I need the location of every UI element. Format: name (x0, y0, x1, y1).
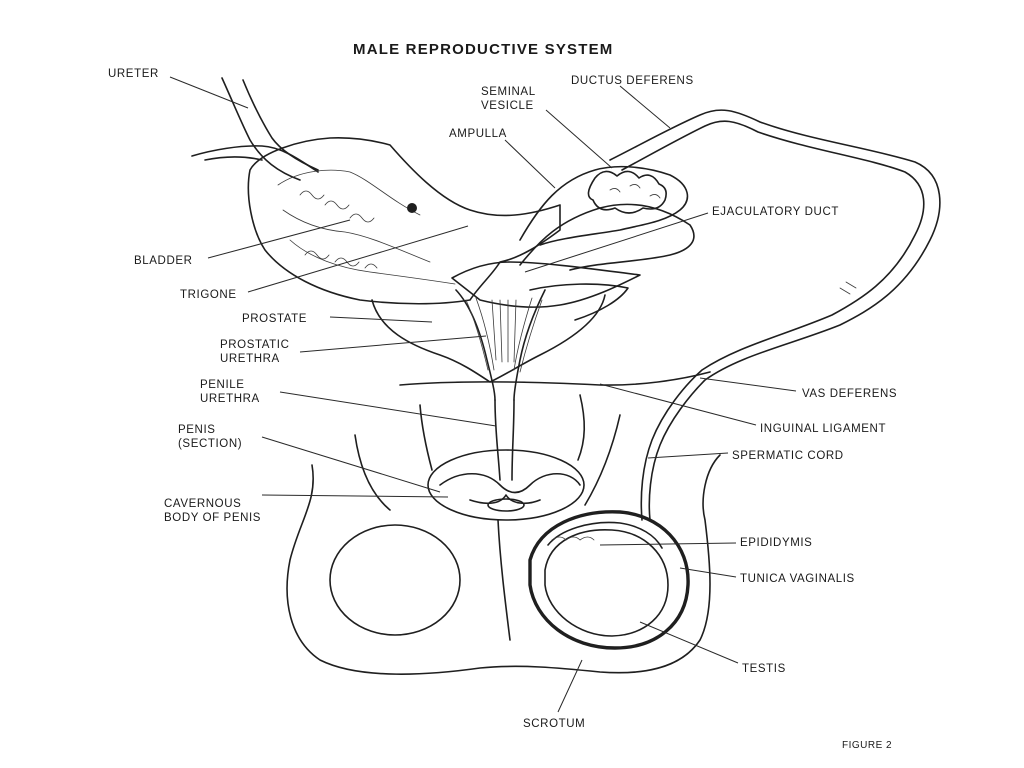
label-seminal-vesicle-line1: SEMINAL (481, 86, 536, 98)
label-epididymis: EPIDIDYMIS (740, 537, 812, 549)
label-spermatic-cord: SPERMATIC CORD (732, 450, 844, 462)
label-trigone: TRIGONE (180, 289, 237, 301)
label-tunica-vaginalis: TUNICA VAGINALIS (740, 573, 855, 585)
urethra-drawing (399, 371, 711, 481)
label-scrotum: SCROTUM (523, 718, 585, 730)
bladder-drawing (247, 137, 561, 305)
label-seminal-vesicle-line2: VESICLE (481, 100, 534, 112)
label-cavernous-body-line2: BODY OF PENIS (164, 512, 261, 524)
left-testis-drawing (329, 524, 461, 636)
trigone-drawing (451, 261, 641, 308)
ureter-drawing (191, 77, 319, 181)
label-prostatic-urethra-line2: URETHRA (220, 353, 280, 365)
diagram-title: MALE REPRODUCTIVE SYSTEM (353, 41, 614, 58)
penis-section-drawing (427, 449, 585, 521)
label-cavernous-body-line1: CAVERNOUS (164, 498, 241, 510)
anatomy-drawing (191, 77, 941, 675)
label-ampulla: AMPULLA (449, 128, 507, 140)
label-ejaculatory-duct: EJACULATORY DUCT (712, 206, 839, 218)
label-penis-section-line2: (SECTION) (178, 438, 242, 450)
label-penile-urethra-line2: URETHRA (200, 393, 260, 405)
label-ductus-deferens: DUCTUS DEFERENS (571, 75, 694, 87)
figure-label: FIGURE 2 (842, 740, 892, 751)
label-inguinal-ligament: INGUINAL LIGAMENT (760, 423, 886, 435)
label-prostate: PROSTATE (242, 313, 307, 325)
seminal-vesicle-drawing (519, 165, 695, 271)
label-ureter: URETER (108, 68, 159, 80)
scrotum-drawing (286, 454, 721, 675)
right-testis-drawing (528, 510, 690, 650)
label-penile-urethra-line1: PENILE (200, 379, 245, 391)
label-testis: TESTIS (742, 663, 786, 675)
label-bladder: BLADDER (134, 255, 193, 267)
labels: URETER DUCTUS DEFERENS SEMINAL VESICLE A… (108, 68, 897, 730)
label-vas-deferens: VAS DEFERENS (802, 388, 897, 400)
ductus-deferens-drawing (609, 109, 941, 521)
label-prostatic-urethra-line1: PROSTATIC (220, 339, 290, 351)
label-penis-section-line1: PENIS (178, 424, 216, 436)
leader-lines (169, 76, 797, 713)
